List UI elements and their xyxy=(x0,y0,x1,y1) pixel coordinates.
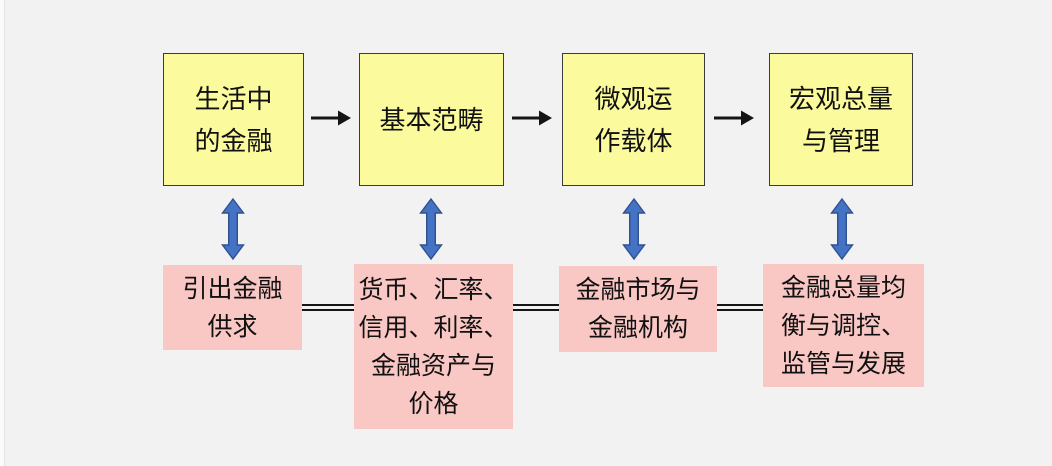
node-aggregate-regulation: 金融总量均 衡与调控、 监管与发展 xyxy=(763,264,924,387)
double-headed-arrow-icon xyxy=(221,198,245,260)
node-label: 金融市场与 xyxy=(575,276,701,304)
node-label: 价格 xyxy=(408,389,459,418)
double-headed-arrow-icon xyxy=(622,198,646,260)
node-label: 微观运 xyxy=(594,83,673,114)
node-label: 宏观总量 xyxy=(788,83,893,114)
node-finance-supply-demand: 引出金融 供求 xyxy=(163,265,302,350)
node-macro-management: 宏观总量 与管理 xyxy=(769,53,913,186)
node-label: 生活中 xyxy=(194,83,273,114)
double-line-connector xyxy=(717,304,763,311)
node-basic-concepts-detail: 货币、汇率、 信用、利率、 金融资产与 价格 xyxy=(354,264,513,429)
node-label: 金融总量均 xyxy=(780,273,906,302)
node-label: 衡与调控、 xyxy=(780,311,906,340)
double-line-connector xyxy=(302,304,354,311)
node-label: 与管理 xyxy=(801,125,880,156)
node-label: 金融资产与 xyxy=(370,351,496,380)
node-label: 作载体 xyxy=(594,125,673,156)
right-arrow-icon xyxy=(311,110,351,126)
double-headed-arrow-icon xyxy=(830,198,854,260)
right-arrow-icon xyxy=(512,110,552,126)
double-line-connector xyxy=(513,304,559,311)
node-label: 信用、利率、 xyxy=(358,313,509,342)
node-label: 供求 xyxy=(207,312,258,341)
node-basic-categories: 基本范畴 xyxy=(359,53,504,186)
node-label: 的金融 xyxy=(194,125,273,156)
node-label: 货币、汇率、 xyxy=(358,275,509,304)
node-life-finance: 生活中 的金融 xyxy=(163,53,304,186)
right-arrow-icon xyxy=(714,110,754,126)
node-label: 基本范畴 xyxy=(379,104,484,135)
node-label: 监管与发展 xyxy=(780,349,906,378)
node-markets-institutions: 金融市场与 金融机构 xyxy=(559,266,717,352)
node-micro-carriers: 微观运 作载体 xyxy=(562,53,705,186)
left-edge-divider xyxy=(0,0,5,466)
node-label: 引出金融 xyxy=(182,274,283,303)
double-headed-arrow-icon xyxy=(419,198,443,260)
node-label: 金融机构 xyxy=(587,314,688,342)
